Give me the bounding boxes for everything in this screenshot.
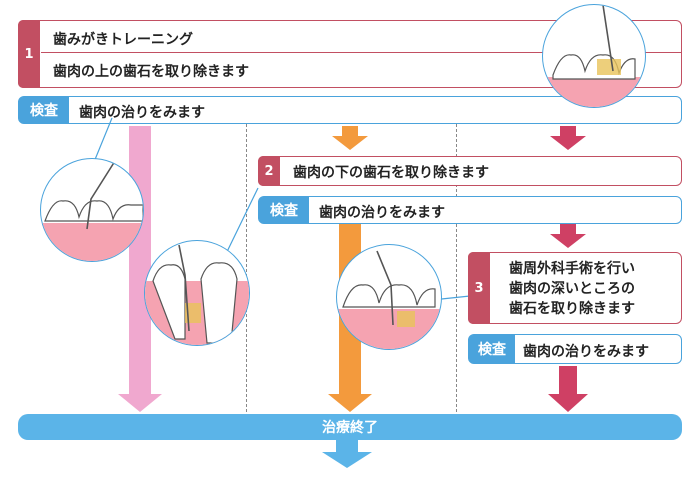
crimson-arrow-mid (550, 224, 586, 248)
step-1-separator (41, 52, 681, 53)
tooth-scaling-illustration-icon (542, 4, 646, 108)
check-label-2: 検査 (259, 197, 309, 223)
gum-probe-illustration-icon (40, 158, 144, 262)
check-box-2: 検査 歯肉の治りをみます (258, 196, 682, 224)
check-label-3: 検査 (469, 335, 515, 363)
column-divider-1 (246, 124, 247, 412)
step-3-line1: 歯周外科手術を行い (509, 261, 635, 277)
crimson-arrow-bottom (548, 366, 588, 412)
step-2-box: 2 歯肉の下の歯石を取り除きます (258, 156, 682, 186)
orange-arrow-top (332, 126, 368, 150)
step-2-number: 2 (258, 156, 280, 186)
step-1-line1: 歯みがきトレーニング (53, 32, 193, 48)
check-label-1: 検査 (19, 97, 69, 123)
check-text-3: 歯肉の治りをみます (523, 344, 649, 360)
step-3-line2: 歯肉の深いところの (509, 281, 635, 297)
check-text-2: 歯肉の治りをみます (319, 205, 445, 221)
gum-surgery-illustration-icon (336, 244, 442, 350)
step-3-box: 3 歯周外科手術を行い 歯肉の深いところの 歯石を取り除きます (468, 252, 682, 324)
step-2-text: 歯肉の下の歯石を取り除きます (293, 165, 489, 181)
check-text-1: 歯肉の治りをみます (79, 105, 205, 121)
step-3-line3: 歯石を取り除きます (509, 301, 635, 317)
subgingival-scaling-illustration-icon (144, 240, 250, 346)
callout-line-check1 (93, 117, 113, 163)
column-divider-2 (456, 124, 457, 412)
step-3-number: 3 (468, 252, 490, 324)
crimson-arrow-top (550, 126, 586, 150)
treatment-complete-bar: 治療終了 (18, 414, 682, 440)
final-arrow (322, 438, 372, 468)
step-1-number: 1 (18, 20, 40, 88)
check-box-3: 検査 歯肉の治りをみます (468, 334, 682, 364)
step-1-line2: 歯肉の上の歯石を取り除きます (53, 64, 249, 80)
